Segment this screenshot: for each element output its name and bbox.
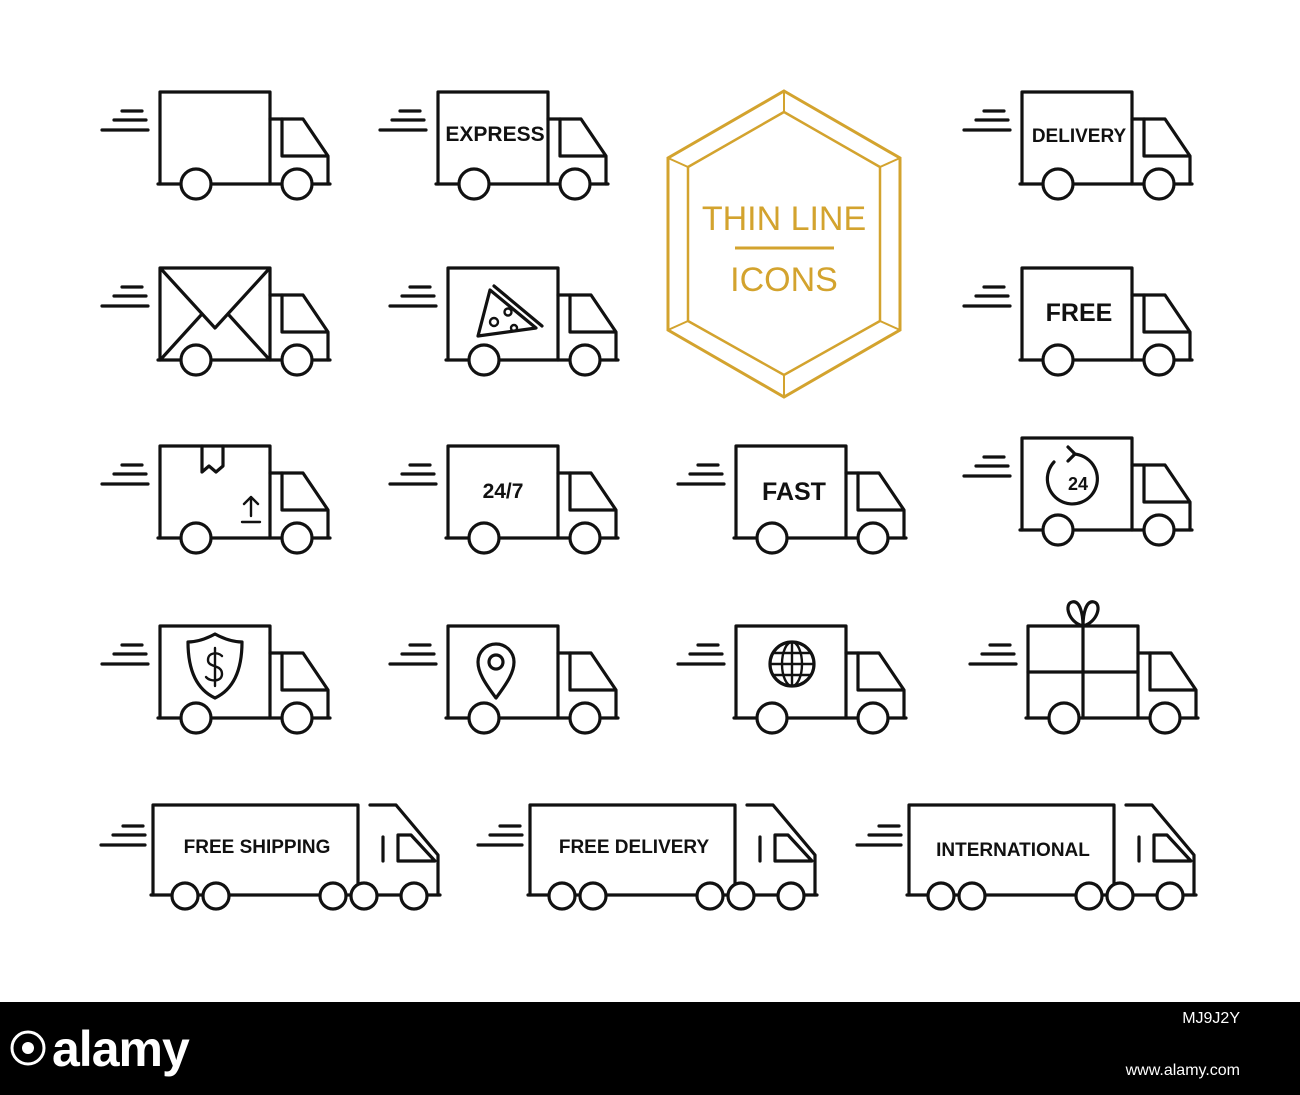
thin-line-icons-badge: THIN LINE ICONS [666, 89, 902, 399]
badge-title-line2: ICONS [730, 261, 838, 299]
free-delivery-label: FREE DELIVERY [559, 837, 710, 858]
box-icon [200, 444, 262, 524]
envelope-icon [160, 268, 270, 330]
free-shipping-label: FREE SHIPPING [184, 837, 331, 858]
express-truck-icon: EXPRESS [378, 90, 610, 201]
insured-truck-icon [100, 624, 332, 735]
pizza-truck-icon [388, 266, 620, 377]
mail-truck-icon [100, 266, 332, 377]
international-truck-icon: INTERNATIONAL [855, 803, 1198, 911]
delivery-label: DELIVERY [1032, 126, 1127, 147]
stock-image-id: MJ9J2Y [1182, 1010, 1240, 1027]
clock-24-icon: 24 [1045, 445, 1099, 506]
free-delivery-truck-icon: FREE DELIVERY [476, 803, 819, 911]
express-label: EXPRESS [445, 123, 544, 146]
icon-sheet: EXPRESS DELIVERY FREE 24/7 [99, 89, 1200, 911]
brand-name: alamy [52, 1021, 190, 1077]
badge-title-line1: THIN LINE [702, 200, 866, 238]
map-pin-icon [476, 642, 516, 700]
globe-icon [768, 640, 816, 688]
site-url: www.alamy.com [1125, 1062, 1240, 1079]
alamy-logo-icon [10, 1030, 46, 1066]
24-hour-truck-icon: 24 [962, 436, 1194, 547]
twentyfour-seven-label: 24/7 [483, 480, 524, 503]
delivery-truck-icon: DELIVERY [962, 90, 1194, 201]
24-7-truck-icon: 24/7 [388, 444, 620, 555]
shield-dollar-icon [186, 632, 244, 700]
package-truck-icon [100, 444, 332, 555]
icon-sheet-svg: EXPRESS DELIVERY FREE 24/7 [99, 89, 1200, 911]
truck-icon [100, 90, 332, 201]
international-label: INTERNATIONAL [936, 840, 1090, 861]
free-shipping-truck-icon: FREE SHIPPING [99, 803, 442, 911]
gift-box-icon [1026, 600, 1140, 720]
fast-label: FAST [762, 478, 826, 506]
free-label: FREE [1046, 299, 1113, 327]
free-truck-icon: FREE [962, 266, 1194, 377]
fast-truck-icon: FAST [676, 444, 908, 555]
clock-24-label: 24 [1068, 474, 1088, 494]
gift-truck-icon [968, 600, 1200, 735]
pizza-slice-icon [476, 284, 544, 338]
location-truck-icon [388, 624, 620, 735]
stock-footer: alamy MJ9J2Y www.alamy.com [0, 1002, 1300, 1095]
globe-truck-icon [676, 624, 908, 735]
